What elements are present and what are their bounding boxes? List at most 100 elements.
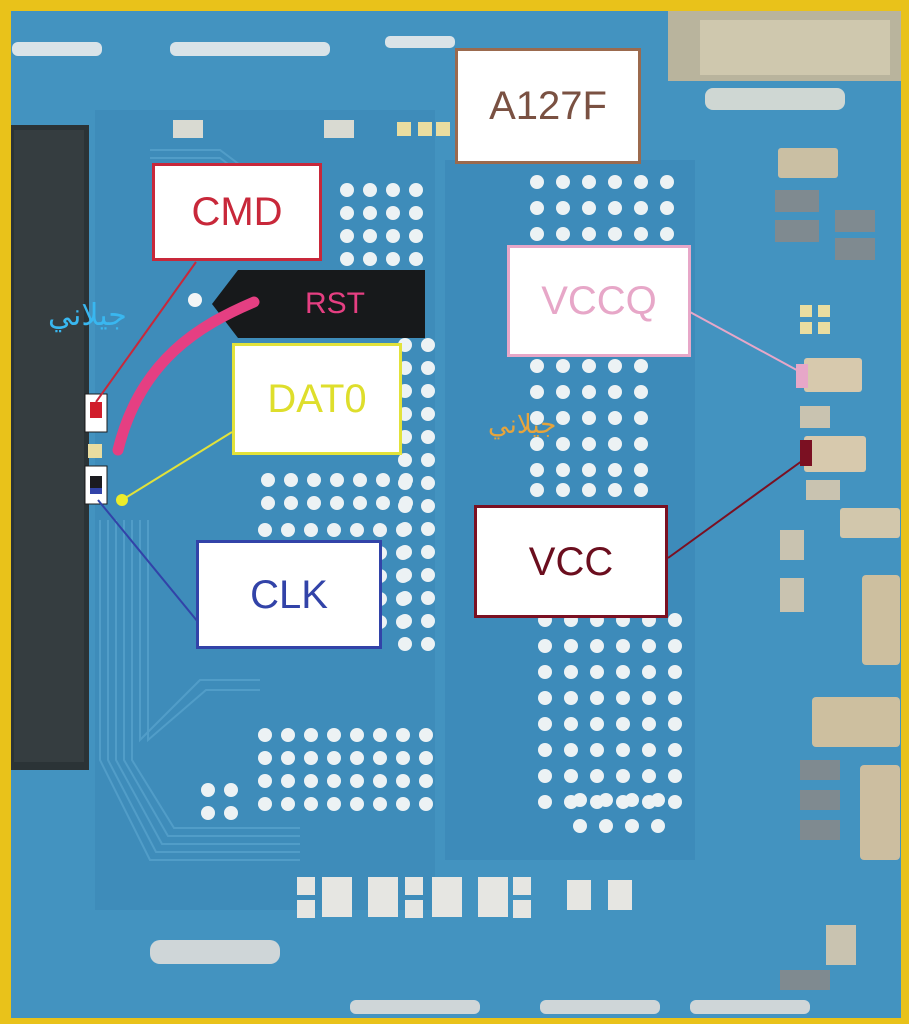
bga-ball <box>421 637 435 651</box>
bga-ball <box>530 463 544 477</box>
bga-ball <box>330 473 344 487</box>
vcc-leader <box>667 457 807 559</box>
bga-ball <box>419 774 433 788</box>
bga-ball <box>642 639 656 653</box>
bga-ball <box>590 691 604 705</box>
bga-ball <box>386 183 400 197</box>
bga-ball <box>261 496 275 510</box>
bga-ball <box>582 483 596 497</box>
bga-ball <box>421 591 435 605</box>
bga-ball <box>530 411 544 425</box>
bga-ball <box>616 769 630 783</box>
bga-ball <box>530 359 544 373</box>
bga-ball <box>304 728 318 742</box>
bga-ball <box>353 496 367 510</box>
bga-ball <box>304 751 318 765</box>
clk-leader <box>97 499 199 623</box>
bga-ball <box>582 385 596 399</box>
bga-ball <box>538 639 552 653</box>
bga-ball <box>421 522 435 536</box>
bga-ball <box>564 691 578 705</box>
bga-ball <box>556 359 570 373</box>
bga-ball <box>396 523 410 537</box>
bga-ball <box>396 569 410 583</box>
bga-ball <box>258 797 272 811</box>
bga-ball <box>530 483 544 497</box>
bga-ball <box>327 523 341 537</box>
bga-ball <box>409 252 423 266</box>
bga-ball <box>634 359 648 373</box>
bga-ball <box>373 774 387 788</box>
bga-ball <box>327 728 341 742</box>
bga-ball <box>538 769 552 783</box>
bga-ball <box>556 175 570 189</box>
bga-ball <box>556 463 570 477</box>
bga-ball <box>590 743 604 757</box>
bga-ball <box>327 751 341 765</box>
bga-ball <box>201 783 215 797</box>
bga-ball <box>396 592 410 606</box>
bga-ball <box>668 743 682 757</box>
bga-ball <box>258 523 272 537</box>
bga-ball <box>582 359 596 373</box>
watermark-left: جيلاني <box>48 298 127 333</box>
bga-ball <box>564 743 578 757</box>
bga-ball <box>350 751 364 765</box>
bga-ball <box>363 206 377 220</box>
bga-ball <box>399 473 413 487</box>
bga-ball <box>530 385 544 399</box>
bga-ball <box>363 229 377 243</box>
bga-ball <box>353 473 367 487</box>
vccq-marker <box>796 364 808 388</box>
dat0-point <box>116 494 128 506</box>
bga-ball <box>530 227 544 241</box>
bga-ball <box>608 175 622 189</box>
bga-ball <box>373 728 387 742</box>
bga-ball <box>634 483 648 497</box>
bga-ball <box>573 793 587 807</box>
bga-ball <box>616 743 630 757</box>
bga-ball <box>373 751 387 765</box>
bga-ball <box>304 797 318 811</box>
bga-ball <box>668 613 682 627</box>
bga-ball <box>421 499 435 513</box>
bga-ball <box>327 797 341 811</box>
bga-ball <box>634 437 648 451</box>
bga-ball <box>373 523 387 537</box>
bga-ball <box>307 496 321 510</box>
bga-ball <box>668 639 682 653</box>
bga-ball <box>419 728 433 742</box>
vcc-label: VCC <box>474 505 668 618</box>
bga-ball <box>582 175 596 189</box>
dat0-leader <box>121 431 233 501</box>
board-model-label: A127F <box>455 48 641 164</box>
bga-ball <box>340 252 354 266</box>
bga-ball <box>363 183 377 197</box>
bga-ball <box>651 793 665 807</box>
bga-ball <box>421 614 435 628</box>
bga-ball <box>530 175 544 189</box>
bga-ball <box>582 437 596 451</box>
bga-ball <box>538 743 552 757</box>
bga-ball <box>373 797 387 811</box>
bga-ball <box>350 728 364 742</box>
bga-ball <box>556 385 570 399</box>
bga-ball <box>396 751 410 765</box>
bga-ball <box>538 665 552 679</box>
clk-label: CLK <box>196 540 382 649</box>
bga-ball <box>409 206 423 220</box>
bga-ball <box>386 229 400 243</box>
bga-ball <box>281 774 295 788</box>
bga-ball <box>564 665 578 679</box>
bga-ball <box>590 717 604 731</box>
bga-ball <box>590 769 604 783</box>
bga-ball <box>304 774 318 788</box>
bga-ball <box>625 819 639 833</box>
bga-ball <box>307 473 321 487</box>
bga-ball <box>281 523 295 537</box>
bga-ball <box>399 496 413 510</box>
bga-ball <box>421 568 435 582</box>
bga-ball <box>616 691 630 705</box>
bga-ball <box>409 229 423 243</box>
bga-ball <box>634 201 648 215</box>
